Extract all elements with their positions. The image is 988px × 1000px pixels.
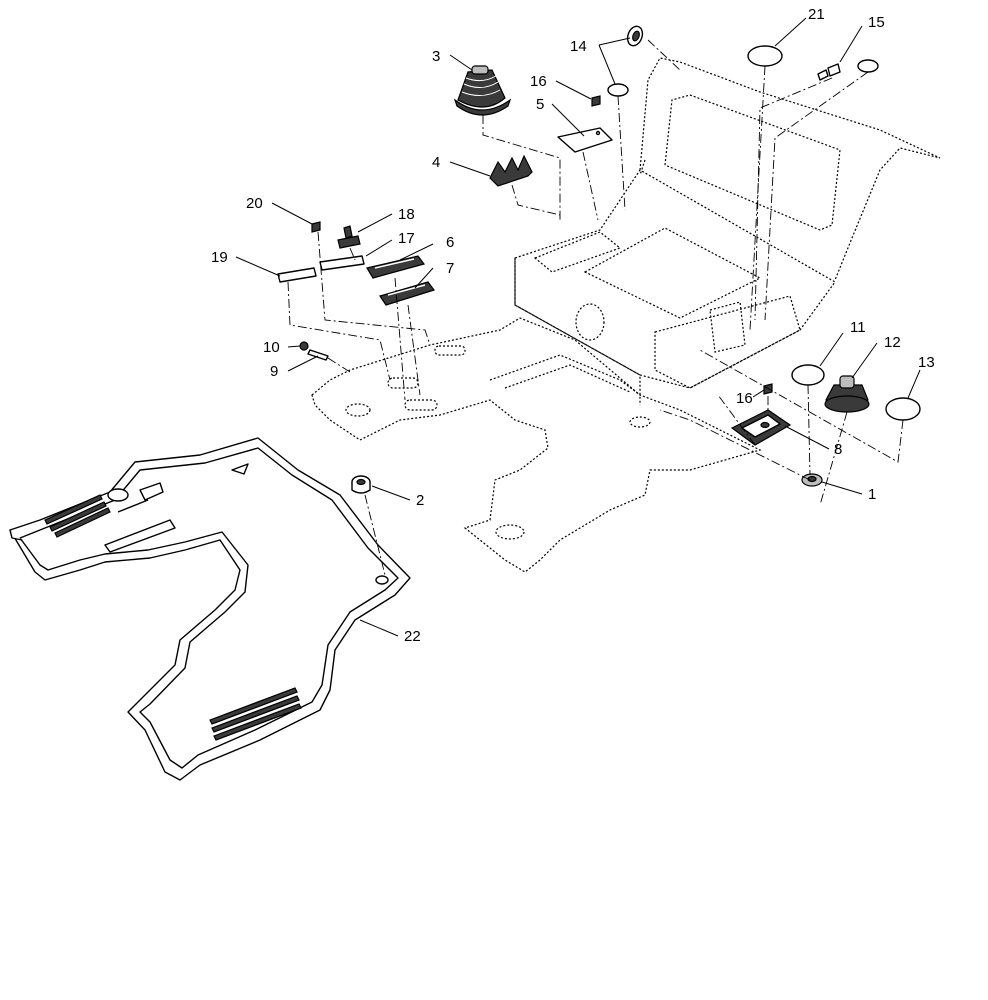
callout-15: 15 xyxy=(868,14,885,31)
screw-part-20 xyxy=(311,221,321,233)
callout-21: 21 xyxy=(808,6,825,23)
callout-5: 5 xyxy=(536,96,544,113)
pin-part-9 xyxy=(307,349,329,361)
callout-16a: 16 xyxy=(530,73,547,90)
cap-part-13 xyxy=(885,397,921,421)
boot-part-12 xyxy=(824,375,870,413)
callout-14: 14 xyxy=(570,38,587,55)
grommet-part-14 xyxy=(607,25,644,97)
callout-1: 1 xyxy=(868,486,876,503)
pad-part-7 xyxy=(379,281,435,306)
cover-plate-part-5 xyxy=(557,127,613,153)
callout-18: 18 xyxy=(398,206,415,223)
bracket-part-17 xyxy=(319,255,365,271)
callout-6: 6 xyxy=(446,234,454,251)
bolt-part-16b xyxy=(763,383,773,395)
callout-11: 11 xyxy=(850,319,866,336)
callout-12: 12 xyxy=(884,334,901,351)
callout-9: 9 xyxy=(270,363,278,380)
screw-part-15 xyxy=(817,63,841,81)
callout-10: 10 xyxy=(263,339,280,356)
lever-boot-part-3 xyxy=(453,65,512,116)
cab-floor-frame xyxy=(311,57,941,573)
assembly-centerlines xyxy=(287,39,904,576)
callout-8: 8 xyxy=(834,441,842,458)
floor-mat xyxy=(9,437,411,781)
pad-part-6 xyxy=(366,255,426,279)
callout-19: 19 xyxy=(211,249,228,266)
callout-7: 7 xyxy=(446,260,454,277)
callout-13: 13 xyxy=(918,354,935,371)
strap-part-19 xyxy=(277,267,317,283)
callout-leaders xyxy=(235,17,921,637)
callout-4: 4 xyxy=(432,154,440,171)
grommet-part-2 xyxy=(351,475,371,494)
plug-part-1 xyxy=(801,473,823,487)
cap-part-21 xyxy=(747,45,879,73)
boot-strip-part-4 xyxy=(489,154,533,187)
callout-2: 2 xyxy=(416,492,424,509)
clip-part-18 xyxy=(337,225,361,249)
callout-22: 22 xyxy=(404,628,421,645)
clip-part-10 xyxy=(299,341,309,351)
callout-3: 3 xyxy=(432,48,440,65)
callout-17: 17 xyxy=(398,230,415,247)
callout-20: 20 xyxy=(246,195,263,212)
switch-plate-part-8 xyxy=(730,409,792,446)
bolt-part-16a xyxy=(591,95,601,107)
callout-labels: 1 2 3 4 5 6 7 8 9 10 11 12 13 14 15 16 1… xyxy=(211,6,935,645)
callout-16b: 16 xyxy=(736,390,753,407)
cap-part-11 xyxy=(791,364,825,386)
